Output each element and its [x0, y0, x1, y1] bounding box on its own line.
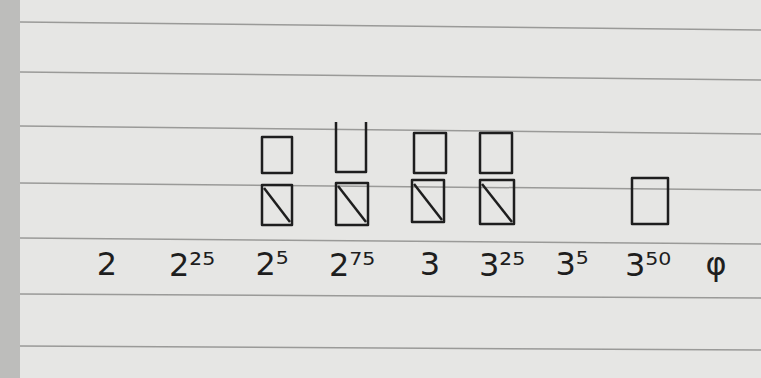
ruled-line — [20, 72, 761, 80]
crossed-square — [336, 183, 368, 225]
empty-square — [414, 133, 446, 173]
empty-square — [480, 133, 512, 173]
value-label: 2⁵ — [255, 248, 288, 280]
value-label: 3⁵⁰ — [625, 249, 671, 281]
ruled-line — [20, 294, 761, 298]
value-label: 3²⁵ — [479, 249, 525, 281]
ruled-line — [20, 183, 761, 190]
value-label: φ — [705, 248, 726, 280]
crossed-square — [480, 180, 514, 224]
ruled-line — [20, 126, 761, 134]
diagonal-stroke — [482, 184, 512, 222]
value-label: 3 — [420, 248, 440, 280]
crossed-square — [262, 185, 292, 225]
diagonal-stroke — [264, 188, 290, 222]
ruled-line — [20, 346, 761, 350]
ruled-lines — [20, 22, 761, 350]
open-square — [336, 122, 366, 172]
ruled-line — [20, 238, 761, 244]
value-label: 2 — [97, 248, 117, 280]
ruled-line — [20, 22, 761, 30]
empty-square — [262, 137, 292, 173]
diagonal-stroke — [338, 186, 366, 222]
hand-drawn-boxes — [262, 122, 668, 225]
empty-square — [632, 178, 668, 224]
value-label: 2²⁵ — [169, 249, 215, 281]
value-label: 3⁵ — [555, 248, 588, 280]
crossed-square — [412, 180, 444, 222]
value-label: 2⁷⁵ — [329, 249, 375, 281]
diagonal-stroke — [414, 184, 442, 220]
paper-edge — [0, 0, 20, 378]
